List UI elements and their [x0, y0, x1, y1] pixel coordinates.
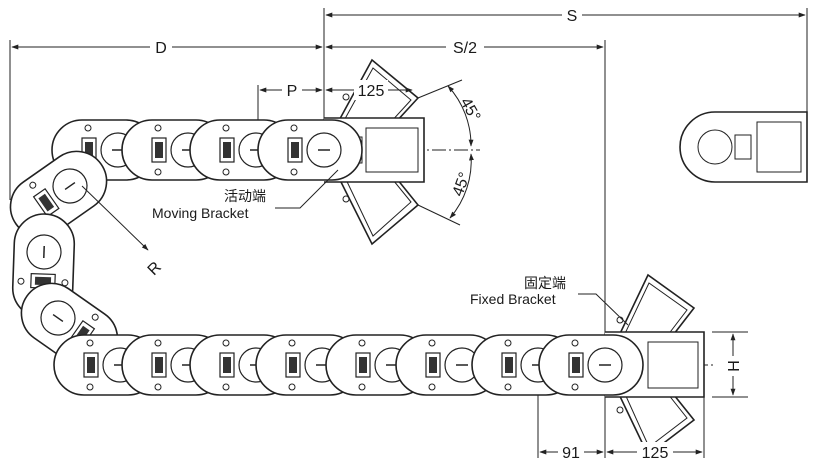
dimension-p-label: P: [287, 83, 298, 100]
dimension-angles: 45° 45°: [417, 79, 483, 226]
dimension-offset: 91: [539, 442, 604, 462]
fixed-bracket-label-cn: 固定端: [524, 275, 566, 291]
fixed-bracket-callout: 固定端 Fixed Bracket: [470, 275, 629, 326]
dimension-bracket-width-bottom-label: 125: [642, 445, 669, 462]
dimension-d: D: [11, 37, 323, 57]
dimension-p: P: [259, 80, 323, 100]
dimension-s-label: S: [567, 8, 578, 25]
dimension-bracket-width-top: 125: [325, 80, 413, 100]
chain-link: [538, 334, 644, 396]
dimension-r-label: R: [145, 259, 165, 279]
dimension-s: S: [325, 5, 806, 25]
dimension-bracket-width-top-label: 125: [358, 83, 385, 100]
dimension-h-label: H: [726, 360, 743, 372]
fixed-bracket-label-en: Fixed Bracket: [470, 291, 556, 307]
moving-bracket-callout: 活动端 Moving Bracket: [152, 169, 339, 221]
dimension-offset-label: 91: [562, 445, 580, 462]
moving-bracket-label-en: Moving Bracket: [152, 205, 249, 221]
dimension-h: H: [723, 333, 743, 396]
dimension-bracket-width-bottom: 125: [606, 442, 703, 462]
angle-top-label: 45°: [456, 95, 483, 124]
dimension-d-label: D: [155, 40, 167, 57]
dimension-s-half-label: S/2: [453, 40, 477, 57]
chain-link: [257, 119, 363, 181]
dimension-s-half: S/2: [325, 37, 604, 57]
detached-bracket: [679, 111, 808, 183]
cable-chain: [9, 119, 644, 396]
moving-bracket-label-cn: 活动端: [224, 188, 266, 204]
